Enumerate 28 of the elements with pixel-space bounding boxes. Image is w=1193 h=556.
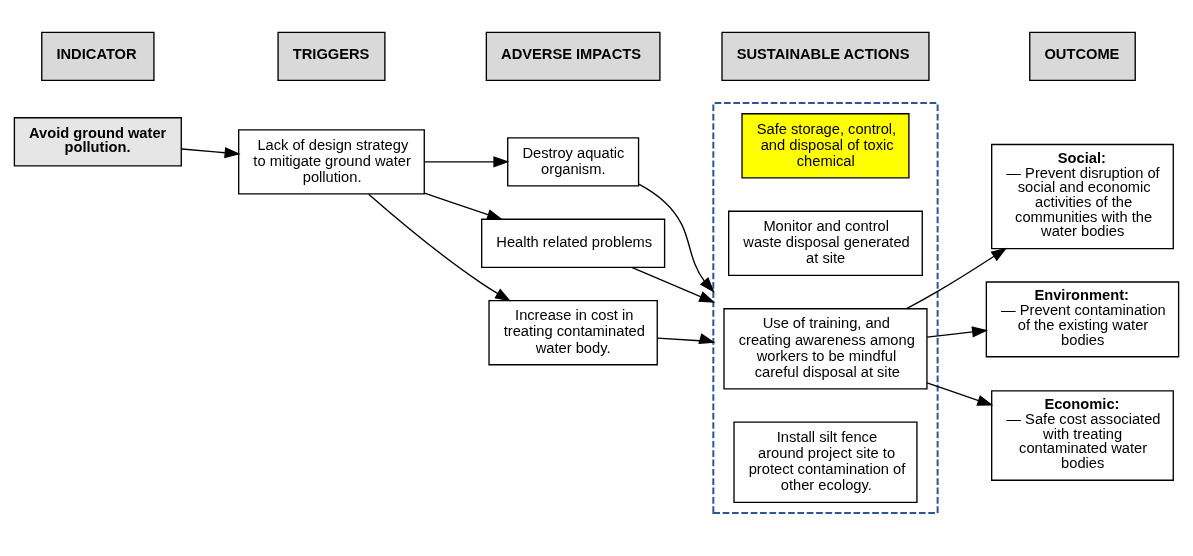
node-box: Increase in cost in treating contaminated water body. bbox=[488, 300, 658, 366]
node-box: Environment: — Prevent contamination of the existing water bodies bbox=[985, 281, 1180, 358]
arrow bbox=[181, 147, 241, 159]
node-box: Lack of design strategy to mitigate ground water pollution. bbox=[238, 129, 425, 195]
node-box: Install silt fence around project site to protect contamination of other ecology. bbox=[733, 421, 918, 503]
node-box: Social: — Prevent disruption of social and economic activities of the communities with the water bodies bbox=[991, 143, 1174, 250]
arrow bbox=[638, 183, 715, 293]
node-box: Avoid ground water pollution. bbox=[13, 117, 182, 167]
node-box: Safe storage, control, and disposal of toxic chemical bbox=[741, 113, 910, 179]
node-box: Economic: — Safe cost associated with treating contaminated water bodies bbox=[991, 390, 1174, 481]
arrow bbox=[656, 333, 716, 344]
node-box: OUTCOME bbox=[1029, 31, 1136, 82]
arrow bbox=[926, 326, 989, 338]
node-box: SUSTAINABLE ACTIONS bbox=[721, 31, 930, 82]
arrow bbox=[423, 156, 510, 168]
node-box: Monitor and control waste disposal generated at site bbox=[728, 210, 923, 276]
node-box: Health related problems bbox=[481, 218, 666, 268]
node-box: Use of training, and creating awareness among workers to be mindful careful disposal at site bbox=[723, 308, 928, 390]
node-box: Destroy aquatic organism. bbox=[507, 137, 640, 187]
arrow bbox=[926, 382, 994, 406]
arrow bbox=[423, 192, 504, 220]
arrow bbox=[368, 193, 512, 302]
arrow bbox=[906, 247, 1008, 310]
node-box: TRIGGERS bbox=[277, 31, 386, 82]
arrow bbox=[631, 266, 716, 303]
node-box: INDICATOR bbox=[41, 31, 155, 82]
cluster bbox=[712, 102, 939, 514]
node-box: ADVERSE IMPACTS bbox=[485, 31, 661, 82]
